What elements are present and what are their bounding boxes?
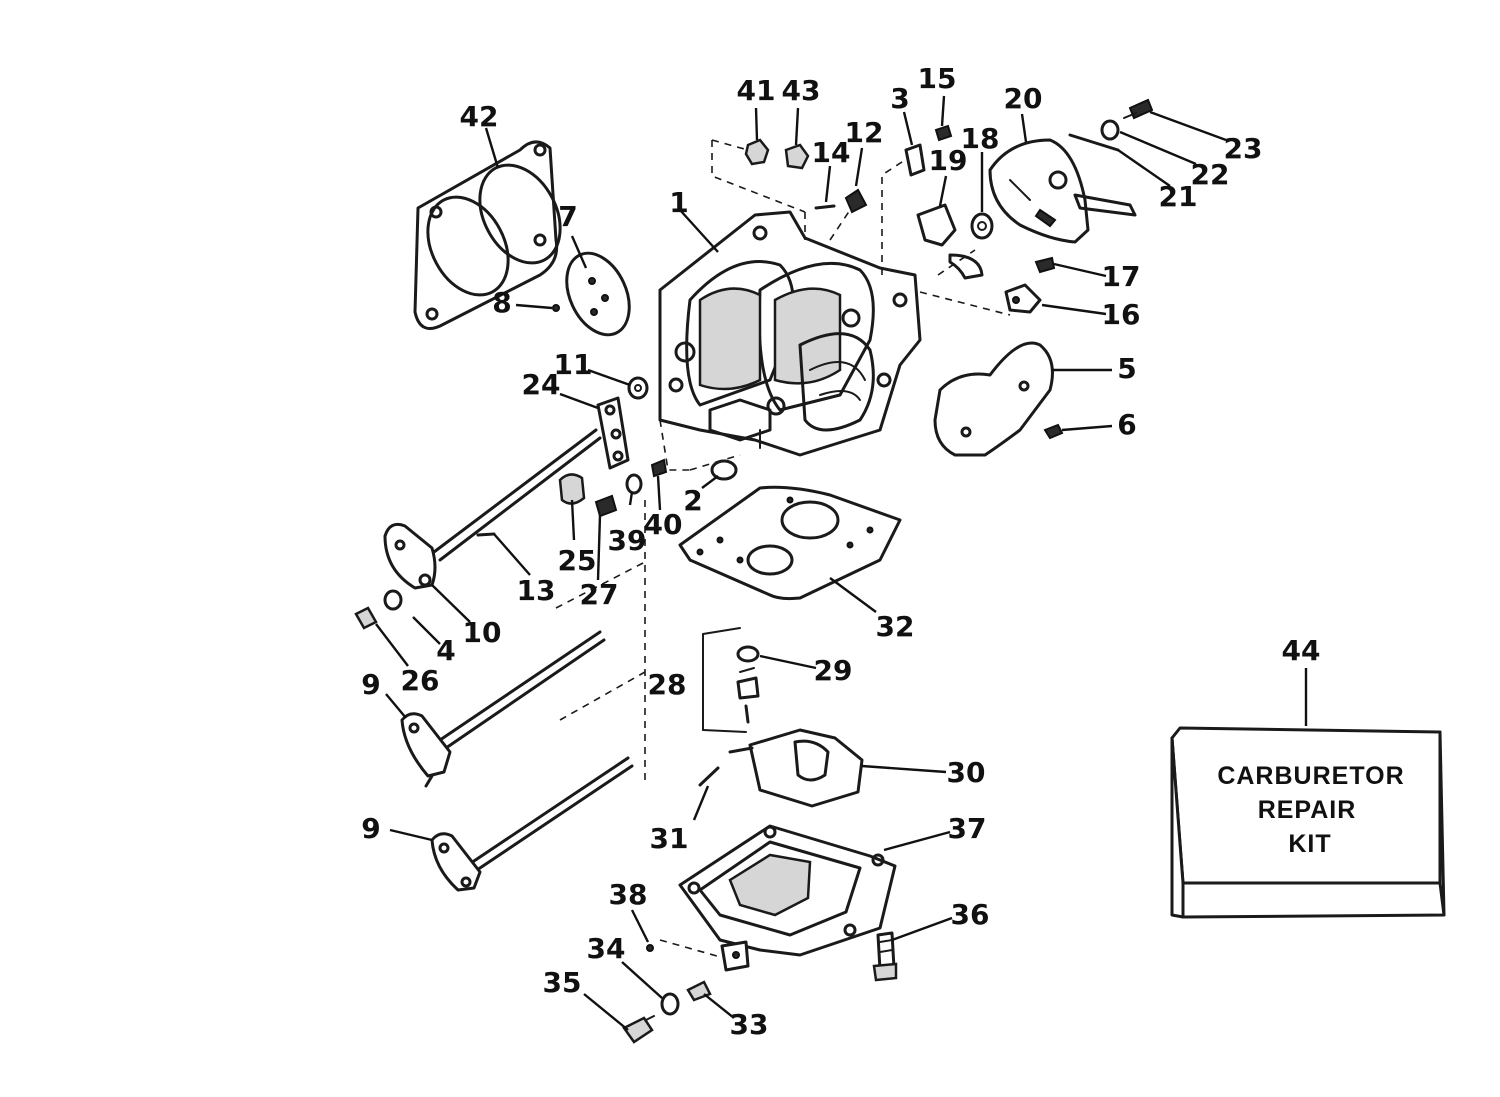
callout-9-lower: 9 [361,812,380,845]
callout-30: 30 [947,756,986,789]
callout-21: 21 [1159,180,1198,213]
part-30-float [728,728,864,808]
part-29-washer [736,645,760,663]
part-42-flange-gasket [413,140,562,330]
callout-19: 19 [929,144,968,177]
part-28-needle-and-seat [736,667,760,724]
part-20-choke-plate [988,138,1137,244]
part-5-cover-plate [933,341,1054,457]
callout-3: 3 [890,82,909,115]
part-38-ball [646,944,654,952]
part-2-plug [710,459,738,481]
part-12-spring [844,188,868,214]
callout-31: 31 [650,822,689,855]
repair-kit-label-line1: CARBURETOR [1217,762,1404,790]
callout-17: 17 [1102,260,1141,293]
callout-14: 14 [812,136,851,169]
callout-16: 16 [1102,298,1141,331]
part-22-washer [1100,119,1120,141]
callout-40: 40 [644,508,683,541]
part-36-screw [872,931,898,982]
callout-labels: 1 2 3 4 5 6 7 8 9 9 10 11 12 13 14 15 16… [361,62,1320,1041]
part-6-screw [1043,423,1064,440]
part-27-screw [594,494,618,518]
part-26-screw [354,606,378,630]
callout-12: 12 [845,116,884,149]
callout-35: 35 [543,966,582,999]
part-4-washer [383,589,403,611]
callout-33: 33 [730,1008,769,1041]
part-34-washer [660,992,680,1016]
callout-28: 28 [648,668,687,701]
part-44-repair-kit-box: CARBURETOR REPAIR KIT [1170,726,1446,919]
callout-6: 6 [1117,408,1136,441]
part-40-screw [650,458,668,478]
callout-13: 13 [517,574,556,607]
part-31-pin [698,766,720,787]
callout-37: 37 [948,812,987,845]
part-24-lever [596,396,630,470]
callout-11: 11 [554,348,593,381]
part-1-carburetor-body [658,210,922,457]
callout-38: 38 [609,878,648,911]
part-18-washer [970,212,994,240]
callout-2: 2 [683,484,702,517]
part-43-nut [784,143,810,170]
callout-4: 4 [436,634,455,667]
callout-23: 23 [1224,132,1263,165]
callout-8: 8 [492,286,511,319]
callout-15: 15 [918,62,957,95]
part-8-screw [552,304,560,312]
repair-kit-label-line3: KIT [1288,830,1331,858]
part-39-washer [625,473,643,495]
callout-leader-lines [375,95,1308,1031]
part-41-nut [744,138,770,166]
callout-10: 10 [463,616,502,649]
part-21-spring-pin [1068,133,1120,152]
callout-18: 18 [961,122,1000,155]
assembly-guide-lines [555,139,1011,959]
callout-7: 7 [558,200,577,233]
callout-42: 42 [460,100,499,133]
callout-9-upper: 9 [361,668,380,701]
callout-39: 39 [608,524,647,557]
part-37-float-bowl [678,824,897,972]
part-7-throttle-plate [565,251,631,337]
part-14-pin [814,204,836,210]
callout-36: 36 [951,898,990,931]
callout-1: 1 [669,186,688,219]
callout-22: 22 [1191,158,1230,191]
part-23-screw [1123,98,1154,120]
callout-32: 32 [876,610,915,643]
part-13-pin [476,532,496,537]
callout-44: 44 [1282,634,1321,667]
callout-27: 27 [580,578,619,611]
callout-20: 20 [1004,82,1043,115]
callout-29: 29 [814,654,853,687]
part-17-screw [1034,256,1056,274]
callout-25: 25 [558,544,597,577]
callout-34: 34 [587,932,626,965]
repair-kit-label-line2: REPAIR [1258,796,1357,824]
part-35-plug-screw [622,1015,655,1044]
part-9-upper-shaft [400,630,606,788]
callout-26: 26 [401,664,440,697]
part-10-shaft-assembly [383,428,602,590]
part-32-bowl-gasket [678,485,902,601]
part-15-screw [934,124,953,142]
part-25-bushing [558,473,586,505]
part-3-clip [904,143,926,177]
callout-43: 43 [782,74,821,107]
callout-5: 5 [1117,352,1136,385]
callout-24: 24 [522,368,561,401]
callout-41: 41 [737,74,776,107]
part-11-washer [627,376,649,400]
part-9-lower-shaft [430,756,634,892]
part-16-lever [1004,283,1042,314]
